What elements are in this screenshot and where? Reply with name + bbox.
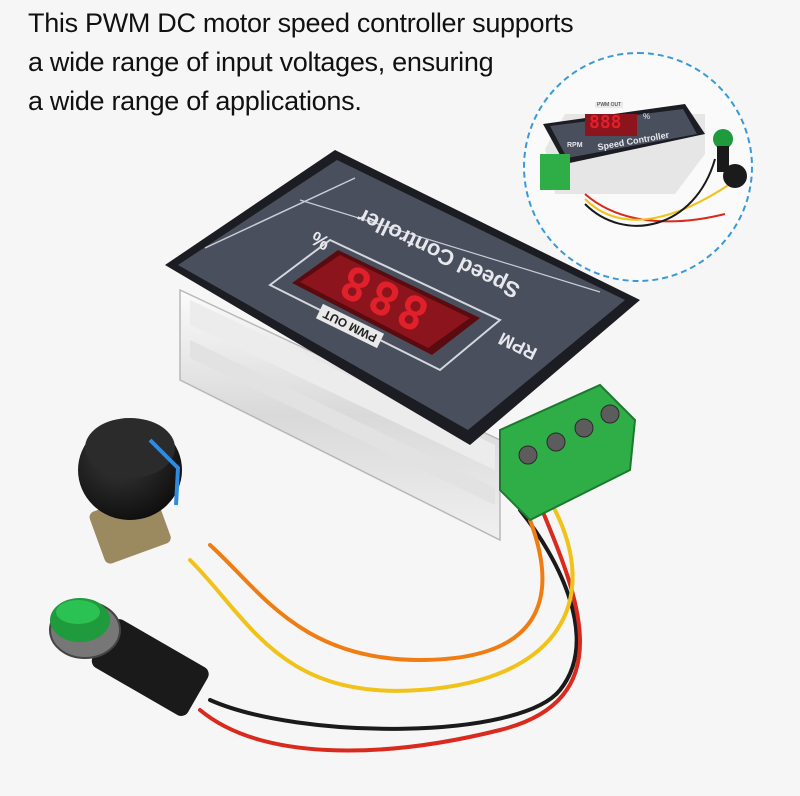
caption-line-3: a wide range of applications. — [28, 86, 362, 116]
wire-black — [208, 508, 579, 731]
push-button — [49, 598, 209, 716]
inset-display: 888 — [589, 112, 622, 133]
wire-yellow — [188, 508, 575, 693]
controller-body — [179, 288, 501, 542]
caption-line-1: This PWM DC motor speed controller suppo… — [28, 8, 574, 38]
caption-line-2: a wide range of input voltages, ensuring — [28, 47, 494, 77]
caption: This PWM DC motor speed controller suppo… — [28, 4, 588, 121]
front-panel — [165, 150, 640, 445]
wires — [188, 503, 582, 753]
inset-pwm-label: PWM OUT — [595, 102, 624, 108]
inset-unit-percent: % — [643, 112, 651, 121]
wire-orange — [208, 518, 545, 663]
inset-view: Speed Controller 888 % RPM PWM OUT — [523, 52, 753, 282]
potentiometer — [78, 418, 182, 564]
inset-photo — [540, 104, 747, 227]
terminal-block — [499, 383, 637, 522]
inset-unit-rpm: RPM — [567, 142, 583, 149]
